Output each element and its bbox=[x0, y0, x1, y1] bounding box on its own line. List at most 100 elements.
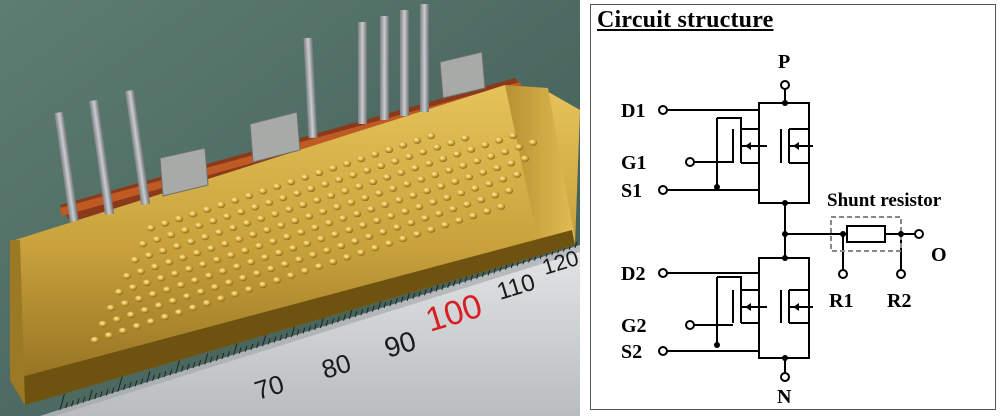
gold-bump bbox=[144, 252, 154, 259]
gold-bump bbox=[328, 165, 338, 172]
gold-bump bbox=[470, 185, 480, 192]
gold-bump bbox=[260, 254, 270, 261]
gold-bump bbox=[192, 249, 202, 257]
gold-bump bbox=[354, 183, 364, 190]
gold-bump bbox=[246, 258, 256, 266]
terminal-s2 bbox=[658, 346, 668, 356]
gold-bump bbox=[266, 265, 276, 272]
gold-bump bbox=[290, 217, 300, 224]
gold-bump bbox=[336, 242, 346, 249]
gold-bump bbox=[146, 224, 156, 232]
ruler-tick bbox=[458, 278, 462, 285]
ruler-tick bbox=[146, 371, 151, 383]
label-g2: G2 bbox=[621, 315, 647, 337]
gold-bump bbox=[216, 201, 226, 209]
gold-bump bbox=[160, 313, 170, 321]
gold-bump bbox=[356, 155, 366, 163]
gold-bump bbox=[174, 215, 184, 222]
ruler-tick bbox=[221, 352, 225, 360]
gold-bump bbox=[176, 281, 186, 289]
gold-bump bbox=[456, 189, 466, 197]
gold-bump bbox=[292, 190, 302, 197]
ruler-tick bbox=[140, 378, 144, 385]
module-tabs bbox=[159, 51, 486, 197]
ruler-tick bbox=[389, 300, 392, 307]
gold-bump bbox=[364, 233, 374, 240]
gold-bump bbox=[394, 196, 404, 204]
gold-bump bbox=[272, 183, 282, 190]
gold-bump bbox=[200, 233, 210, 241]
gold-bump bbox=[334, 176, 344, 183]
ruler-tick bbox=[285, 332, 288, 340]
module-pins bbox=[54, 4, 429, 223]
gold-bump bbox=[158, 247, 168, 254]
gold-bump bbox=[432, 144, 442, 151]
gold-bump bbox=[384, 146, 394, 153]
gold-bump bbox=[214, 229, 224, 236]
gold-bump bbox=[128, 284, 138, 291]
gold-bump bbox=[398, 235, 408, 242]
gold-bump bbox=[528, 139, 538, 146]
gold-bump bbox=[464, 173, 474, 181]
gold-bump bbox=[342, 254, 352, 261]
gold-bump bbox=[236, 208, 246, 215]
gold-bump bbox=[120, 300, 130, 307]
terminal-d1 bbox=[658, 105, 668, 115]
gold-bump bbox=[272, 277, 282, 284]
gold-bump bbox=[506, 160, 516, 167]
ruler-tick bbox=[279, 334, 283, 341]
ruler-tick bbox=[157, 372, 161, 380]
gold-bump bbox=[168, 297, 178, 305]
diagram-title: Circuit structure bbox=[597, 7, 774, 33]
gold-bump bbox=[90, 336, 100, 344]
gold-bump bbox=[508, 132, 518, 139]
gold-bump bbox=[296, 229, 306, 236]
gold-bump bbox=[386, 212, 396, 220]
gold-bump bbox=[270, 210, 280, 218]
gold-bump bbox=[344, 226, 354, 233]
gold-bump bbox=[126, 311, 136, 318]
gold-bump bbox=[232, 263, 242, 270]
gold-bump bbox=[320, 181, 330, 188]
gold-bump bbox=[286, 178, 296, 186]
ruler-tick bbox=[215, 354, 219, 361]
gold-bump bbox=[512, 171, 522, 178]
gold-bump bbox=[256, 215, 266, 222]
ruler-tick bbox=[371, 305, 375, 312]
gold-bump bbox=[188, 304, 198, 311]
gold-bump bbox=[308, 251, 318, 259]
gold-bump bbox=[438, 155, 448, 162]
ruler-tick bbox=[250, 343, 254, 351]
ruler-tick bbox=[175, 357, 181, 374]
gold-bump bbox=[338, 215, 348, 222]
terminal-o bbox=[914, 229, 924, 239]
gold-bump bbox=[188, 211, 198, 218]
ruler-tick bbox=[360, 309, 364, 316]
gold-bump bbox=[312, 197, 322, 204]
gold-bump bbox=[490, 192, 500, 199]
gold-bump bbox=[520, 155, 530, 162]
gold-bump bbox=[442, 194, 452, 201]
gold-bump bbox=[288, 245, 298, 252]
gold-bump bbox=[184, 265, 194, 273]
gold-bump bbox=[318, 208, 328, 215]
gold-bump bbox=[204, 272, 214, 279]
gold-bump bbox=[202, 206, 212, 213]
gold-bump bbox=[504, 187, 514, 194]
ruler-tick bbox=[343, 314, 346, 321]
gold-bump bbox=[276, 222, 286, 229]
gold-bump bbox=[452, 151, 462, 158]
label-p: P bbox=[778, 51, 790, 73]
gold-bump bbox=[450, 178, 460, 185]
label-d1: D1 bbox=[621, 100, 645, 122]
gold-bump bbox=[262, 226, 272, 234]
gold-bump bbox=[328, 258, 338, 265]
ruler-tick bbox=[325, 320, 329, 327]
ruler-tick bbox=[314, 323, 317, 331]
gold-bump bbox=[298, 201, 308, 208]
gold-bump bbox=[444, 167, 454, 174]
gold-bump bbox=[206, 245, 216, 252]
gold-bump bbox=[434, 210, 444, 217]
shunt-resistor-label: Shunt resistor bbox=[827, 190, 942, 211]
label-s1: S1 bbox=[621, 180, 642, 202]
